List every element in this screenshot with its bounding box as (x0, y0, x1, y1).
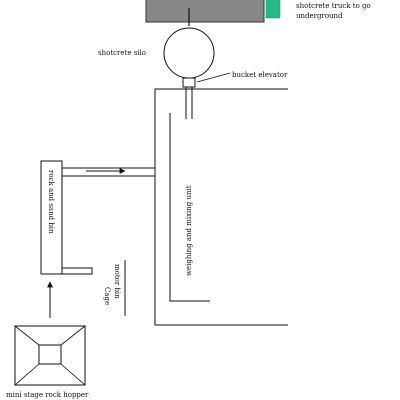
hopper-edge-br (60, 363, 86, 386)
weighing-mixing-label: weighing and mixing unit (185, 185, 193, 276)
cage-motor-bin-label-2: motor bin (113, 264, 121, 299)
bin-discharge-chute (61, 267, 93, 275)
rock-sand-label: rock and sand bin (47, 170, 55, 234)
bucket-elevator-head (182, 77, 196, 88)
truck-label-line-1: shotcrete truck to go (296, 2, 371, 10)
hopper-edge-bl (14, 363, 40, 386)
main-building-wall (154, 88, 288, 326)
weighing-mixing-unit (169, 113, 210, 302)
shotcrete-truck-body (145, 0, 265, 23)
shotcrete-truck-cab (265, 0, 281, 19)
shotcrete-silo (163, 27, 215, 79)
bucket-elevator-label: bucket elevator (232, 71, 288, 79)
bucket-elevator-pointer (196, 72, 231, 83)
silo-label: shotcrete silo (98, 49, 146, 57)
hopper-edge-tr (60, 325, 86, 346)
cage-motor-bin-label-1: Cage (103, 287, 111, 305)
rock-sand-bin (40, 160, 63, 275)
hopper-label: mini stage rock hopper (6, 391, 89, 399)
truck-label-line-2: underground (296, 12, 343, 20)
rock-hopper-inner (38, 344, 62, 365)
conveyor-to-mixer (61, 167, 156, 177)
hopper-edge-tl (14, 325, 40, 346)
